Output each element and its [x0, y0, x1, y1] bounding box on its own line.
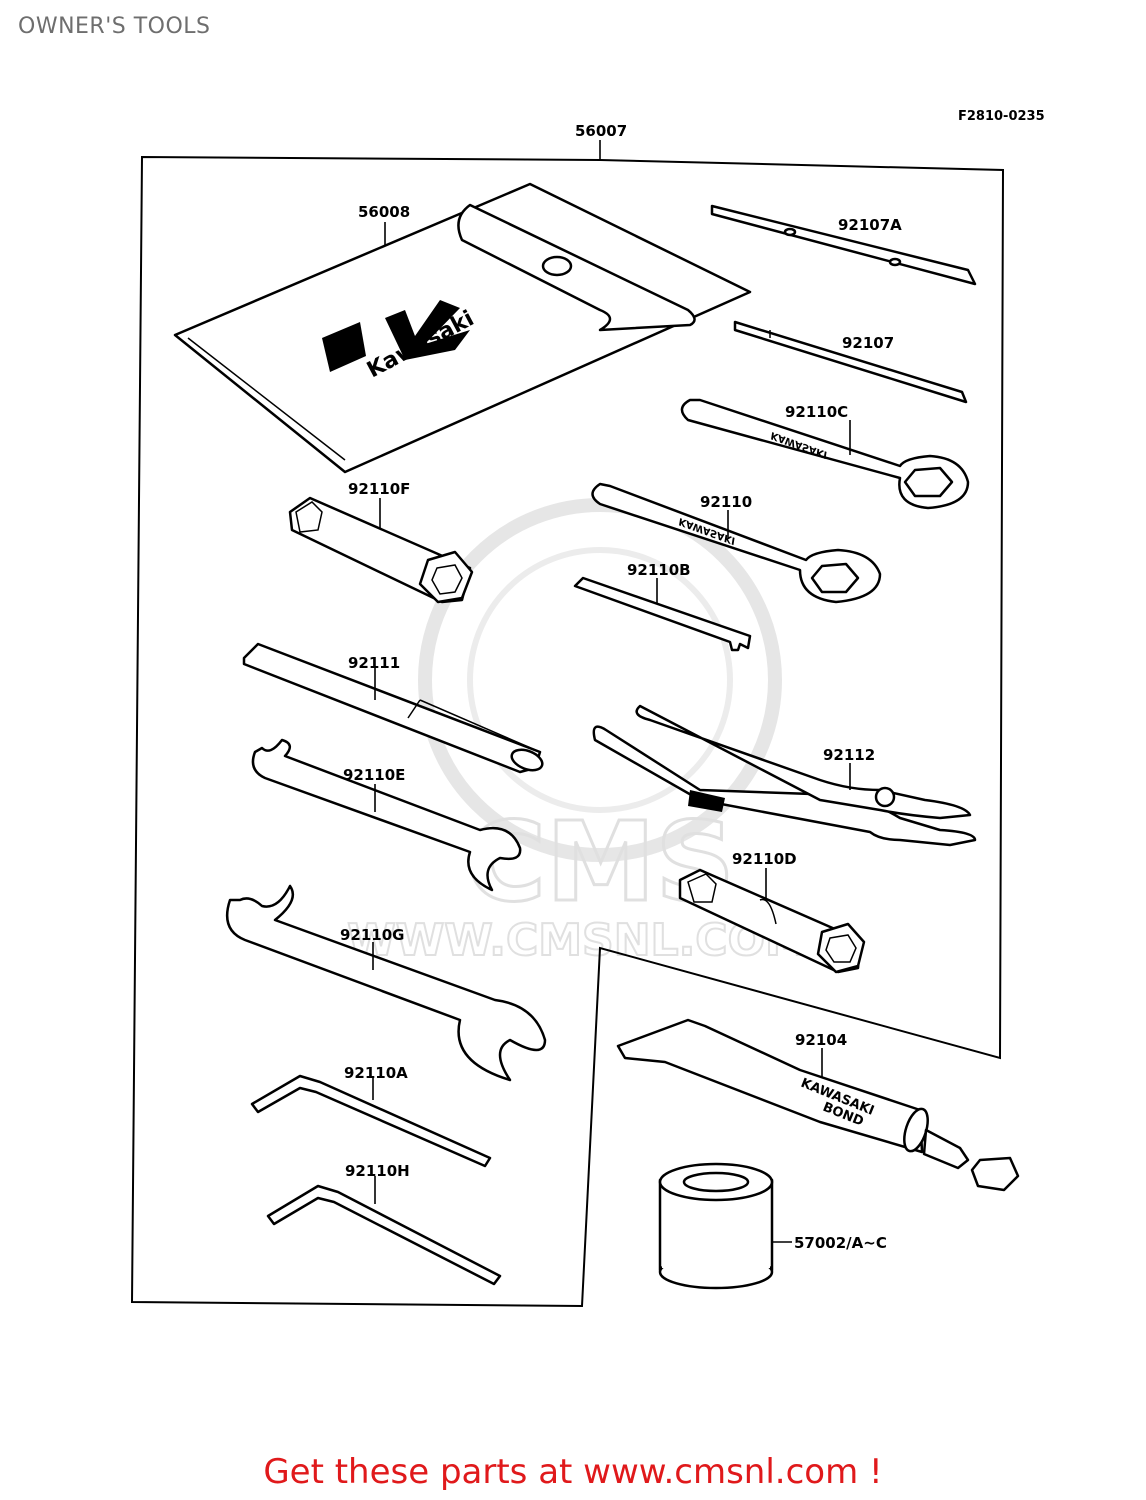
grease-can [658, 1162, 774, 1290]
pliers [592, 704, 977, 847]
watermark-logo: CMS [465, 798, 734, 926]
part-label: 92110C [785, 403, 848, 421]
part-label: 92110A [344, 1064, 408, 1082]
spoke-wrench-b [573, 576, 752, 652]
part-label: 92110H [345, 1162, 410, 1180]
part-label: 92110E [343, 766, 405, 784]
tool-handle [242, 642, 544, 774]
open-wrench-e [251, 738, 522, 892]
part-label: 56008 [358, 203, 410, 221]
tool-pouch: Kawasaki [173, 182, 752, 474]
part-label: 92110D [732, 850, 797, 868]
open-wrench-g [225, 884, 547, 1082]
promo-banner[interactable]: Get these parts at www.cmsnl.com ! [263, 1452, 883, 1492]
part-label: 92112 [823, 746, 875, 764]
part-label: 56007 [575, 122, 627, 140]
part-label: 92104 [795, 1031, 847, 1049]
part-label: 92110F [348, 480, 410, 498]
cms-watermark-icon: CMS WWW.CMSNL.COM [346, 498, 810, 967]
plug-wrench-f [288, 496, 474, 604]
owners-tools-diagram: CMS WWW.CMSNL.COM F2810-0235 56007 Kawas… [130, 109, 1045, 1308]
hex-key-h [266, 1184, 502, 1286]
part-label: 57002/A~C [794, 1234, 887, 1252]
kit-frame [130, 155, 1005, 1308]
part-label: 92110B [627, 561, 691, 579]
figure-id: F2810-0235 [958, 109, 1045, 124]
part-label: 92110 [700, 493, 752, 511]
page-title: OWNER'S TOOLS [18, 14, 211, 39]
part-label: 92111 [348, 654, 400, 672]
part-label: 92110G [340, 926, 405, 944]
part-label: 92107 [842, 334, 894, 352]
screwdriver-a [710, 204, 977, 286]
kawasaki-logo-icon [322, 300, 470, 372]
part-label: 92107A [838, 216, 902, 234]
screwdriver [733, 320, 968, 404]
plug-wrench-d [678, 868, 866, 974]
hex-key-a [250, 1074, 492, 1168]
